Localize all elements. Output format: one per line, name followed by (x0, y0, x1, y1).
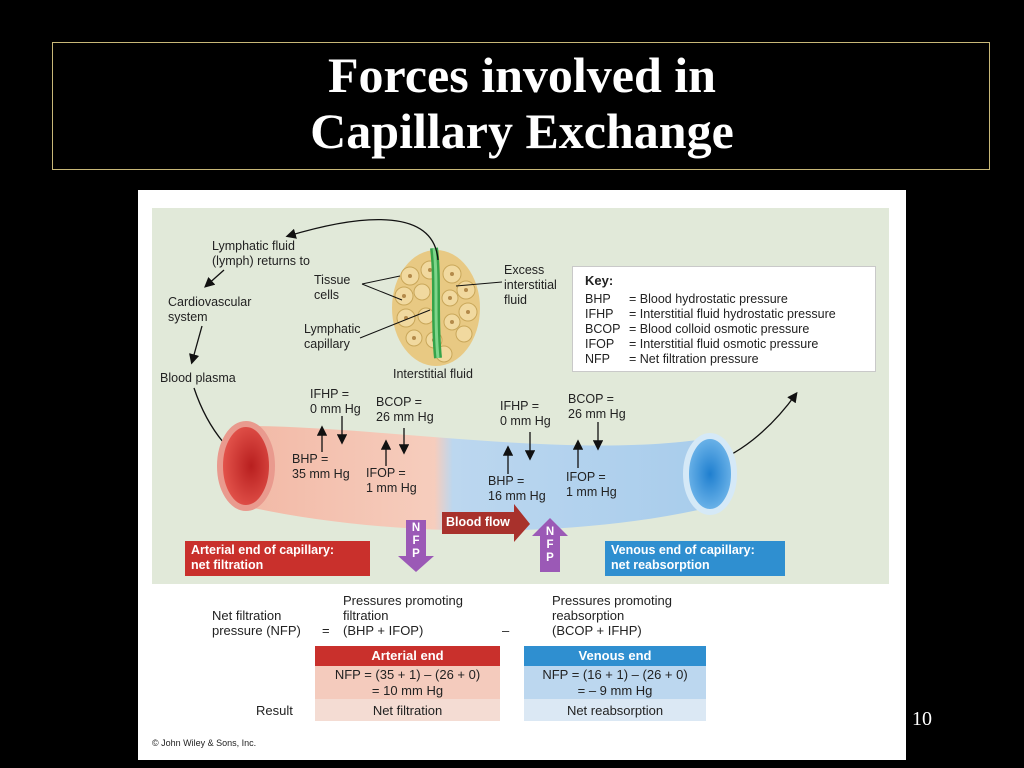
key-legend: Key: BHP= Blood hydrostatic pressure IFH… (572, 266, 876, 372)
nfp-letter: P (546, 552, 554, 564)
equation-equals: = (322, 623, 330, 638)
arterial-end-label: Arterial end of capillary: net filtratio… (185, 541, 370, 576)
arterial-nfp-calc: NFP = (35 + 1) – (26 + 0) = 10 mm Hg (334, 667, 481, 698)
nfp-letter: P (412, 548, 420, 560)
reabsorption-terms: (BCOP + IFHP) (552, 623, 642, 638)
slide-title-box: Forces involved in Capillary Exchange (52, 42, 990, 170)
venous-end-opening (683, 433, 737, 515)
result-label: Result (256, 703, 293, 718)
interstitial-fluid-label: Interstitial fluid (393, 367, 473, 381)
arterial-ifhp-label: IFHP = 0 mm Hg (310, 387, 361, 416)
lymph-returns-label: Lymphatic fluid (lymph) returns to (212, 239, 310, 268)
equation-minus: – (502, 623, 510, 638)
cardiovascular-label: Cardiovascular system (168, 295, 252, 324)
venous-nfp-calc: NFP = (16 + 1) – (26 + 0) = – 9 mm Hg (542, 667, 688, 698)
key-row: BHP= Blood hydrostatic pressure (585, 292, 788, 306)
nfp-letter: N (411, 522, 421, 534)
nfp-equation-lhs: Net filtration pressure (NFP) (212, 608, 301, 638)
nfp-arterial-arrow (398, 520, 434, 572)
key-row: NFP= Net filtration pressure (585, 352, 759, 366)
tissue-cells-cluster (392, 247, 480, 366)
arterial-bcop-label: BCOP = 26 mm Hg (376, 395, 434, 424)
venous-bhp-label: BHP = 16 mm Hg (488, 474, 546, 503)
arterial-end-opening (217, 421, 275, 511)
reabsorption-caption: Pressures promoting reabsorption (552, 593, 672, 623)
arterial-ifop-label: IFOP = 1 mm Hg (366, 466, 417, 495)
lymphatic-capillary-label: Lymphatic capillary (304, 322, 361, 351)
blood-plasma-label: Blood plasma (160, 371, 236, 385)
arterial-end-header: Arterial end (371, 648, 444, 663)
filtration-terms: (BHP + IFOP) (343, 623, 424, 638)
nfp-letter: F (546, 539, 554, 551)
blood-flow-arrow (442, 504, 530, 542)
filtration-caption: Pressures promoting filtration (343, 593, 463, 623)
venous-ifop-label: IFOP = 1 mm Hg (566, 470, 617, 499)
key-row: BCOP= Blood colloid osmotic pressure (585, 322, 810, 336)
tissue-cells-label: Tissue cells (314, 273, 351, 302)
nfp-venous-arrow (532, 518, 568, 572)
venous-end-label: Venous end of capillary: net reabsorptio… (605, 541, 785, 576)
nfp-letter: N (545, 526, 555, 538)
blood-flow-label: Blood flow (446, 515, 510, 529)
venous-result: Net reabsorption (566, 703, 664, 718)
capillary-exchange-figure: Lymphatic fluid (lymph) returns to Cardi… (138, 190, 906, 760)
venous-ifhp-label: IFHP = 0 mm Hg (500, 399, 551, 428)
key-title: Key: (585, 273, 614, 288)
diagram-graphics (189, 219, 798, 721)
arterial-result: Net filtration (372, 703, 443, 718)
capillary-vessel (244, 426, 698, 531)
slide-page-number: 10 (912, 708, 932, 730)
key-row: IFOP= Interstitial fluid osmotic pressur… (585, 337, 819, 351)
key-row: IFHP= Interstitial fluid hydrostatic pre… (585, 307, 836, 321)
slide-title: Forces involved in Capillary Exchange (310, 47, 734, 159)
excess-fluid-label: Excess interstitial fluid (504, 263, 557, 307)
nfp-letter: F (412, 535, 420, 547)
venous-bcop-label: BCOP = 26 mm Hg (568, 392, 626, 421)
copyright-notice: © John Wiley & Sons, Inc. (152, 738, 257, 748)
arterial-bhp-label: BHP = 35 mm Hg (292, 452, 350, 481)
venous-end-header: Venous end (578, 648, 652, 663)
